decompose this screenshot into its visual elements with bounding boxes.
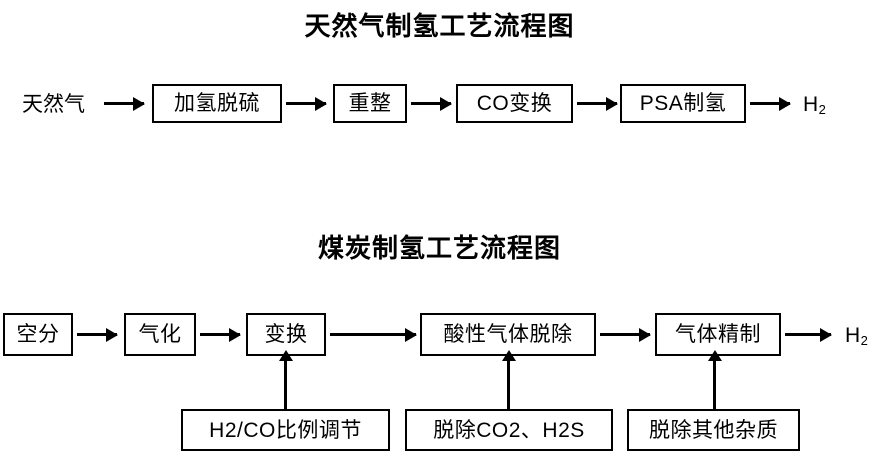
arrow-acid-gas-removal-to-purification (600, 333, 650, 336)
node-气体精制[interactable]: 气体精制 (655, 313, 781, 356)
node-PSA制氢[interactable]: PSA制氢 (620, 84, 746, 123)
arrow-psa-to-output (750, 102, 790, 105)
arrow-air-separation-to-gasification (77, 333, 117, 336)
arrow-remove-impurities-to-purification (713, 360, 716, 409)
h2-symbol: H (845, 323, 861, 347)
arrow-shift-to-acid-gas-removal (330, 333, 416, 336)
node-变换[interactable]: 变换 (246, 313, 326, 356)
h2-subscript: 2 (818, 101, 826, 117)
arrow-h2-co-ratio-to-shift (284, 360, 287, 409)
h2-subscript: 2 (860, 332, 868, 348)
node-脱除其他杂质[interactable]: 脱除其他杂质 (627, 409, 800, 451)
arrow-gasification-to-shift (200, 333, 240, 336)
node-CO变换[interactable]: CO变换 (456, 84, 573, 123)
node-脱除CO2-H2S[interactable]: 脱除CO2、H2S (405, 409, 613, 451)
arrow-reforming-to-co-shift (411, 102, 451, 105)
arrow-co-shift-to-psa (577, 102, 617, 105)
node-空分[interactable]: 空分 (3, 313, 73, 356)
arrow-hds-to-reforming (286, 102, 326, 105)
natural-gas-input-label: 天然气 (22, 92, 85, 116)
arrow-input-to-hds (104, 102, 144, 105)
node-H2-CO比例调节[interactable]: H2/CO比例调节 (181, 409, 390, 451)
arrow-purification-to-output (785, 333, 831, 336)
h2-symbol: H (803, 92, 819, 116)
node-重整[interactable]: 重整 (333, 84, 407, 123)
node-气化[interactable]: 气化 (124, 313, 196, 356)
arrow-remove-co2-h2s-to-acid-gas-removal (507, 360, 510, 409)
natural-gas-diagram-title: 天然气制氢工艺流程图 (304, 11, 575, 41)
node-加氢脱硫[interactable]: 加氢脱硫 (152, 84, 282, 123)
coal-diagram-title: 煤炭制氢工艺流程图 (317, 233, 561, 263)
